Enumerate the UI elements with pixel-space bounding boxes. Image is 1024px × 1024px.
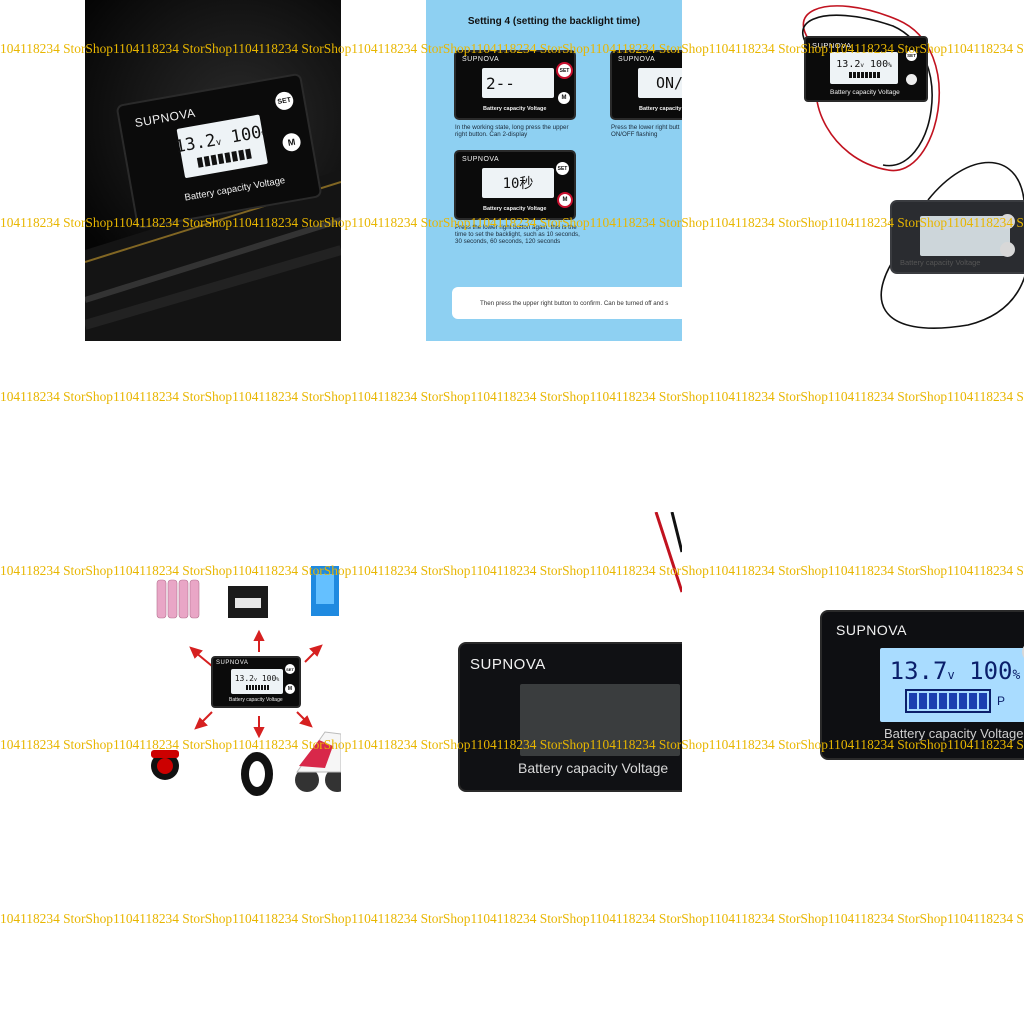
meter-panel-3: SUPNOVA 10秒 SET M Battery capacity Volta… [454, 150, 576, 220]
battery-meter: SUPNOVA Battery capacity Voltage [458, 642, 682, 792]
lcd-screen: 13.2v 100% [231, 669, 283, 694]
battery-level-bars [904, 689, 991, 713]
set-button[interactable]: SET [285, 664, 295, 674]
meter-caption: Battery capacity Voltage [483, 106, 547, 112]
voltage-unit: v [947, 668, 955, 682]
lcd-display-text: 2-- [486, 73, 515, 93]
brand-label: SUPNOVA [470, 656, 546, 673]
percent-reading: 100 [969, 657, 1013, 685]
percent-unit: % [1012, 668, 1021, 683]
voltage-reading: 13.2 [836, 58, 861, 70]
step-1-description: In the working state, long press the upp… [455, 124, 569, 138]
p-indicator: P [996, 694, 1005, 708]
meter-caption: Battery capacity Voltage [483, 206, 547, 212]
voltage-unit: v [215, 137, 223, 149]
wire-graphic [801, 5, 1024, 329]
applications-image[interactable]: SUPNOVA 13.2v 100% SET M Battery capacit… [85, 512, 341, 853]
set-button[interactable]: SET [556, 62, 573, 79]
voltage-unit: v [253, 676, 257, 683]
percent-reading: 100 [870, 58, 889, 70]
mode-button[interactable]: M [557, 192, 573, 208]
percent-unit: % [261, 129, 269, 141]
brand-label: SUPNOVA [812, 41, 852, 50]
lcd-display-text: 10秒 [502, 176, 534, 192]
mode-button[interactable]: M [558, 92, 570, 104]
voltage-reading: 13.2 [173, 130, 218, 158]
brand-label: SUPNOVA [618, 56, 656, 63]
product-image-off[interactable]: SUPNOVA Battery capacity Voltage [426, 512, 682, 853]
lcd-screen: ON/C [638, 68, 682, 98]
percent-unit: % [276, 676, 280, 683]
meter-caption: Battery capacity Voltage [884, 726, 1024, 741]
set-button[interactable] [1000, 214, 1015, 229]
battery-meter-back: Battery capacity Voltage [890, 200, 1024, 274]
applications-graphic [151, 566, 341, 796]
instruction-title: Setting 4 (setting the backlight time) [467, 16, 641, 27]
brand-label: SUPNOVA [836, 622, 907, 638]
meter-panel-1: SUPNOVA 2-- SET M Battery capacity Volta… [454, 50, 576, 120]
battery-level-bars [245, 684, 269, 690]
mode-button[interactable] [1000, 242, 1015, 257]
meter-panel-2: SUPNOVA ON/C Battery capacity Voltage [610, 50, 682, 120]
brand-label: SUPNOVA [462, 156, 500, 163]
voltage-unit: v [860, 61, 864, 69]
step-3-description: Press the lower right button again, this… [455, 224, 580, 245]
percent-unit: % [888, 61, 892, 69]
product-image-closeup[interactable]: SUPNOVA 13.7v 100% P Battery capacity Vo… [768, 512, 1024, 853]
set-button[interactable]: SET [906, 50, 917, 61]
meter-caption: Battery capacity Voltage [830, 89, 900, 96]
battery-level-bars [848, 71, 880, 78]
meter-caption: Battery capacity Voltage [183, 175, 286, 204]
voltage-reading: 13.2 [234, 673, 254, 683]
brand-label: SUPNOVA [462, 56, 500, 63]
battery-meter: SUPNOVA 13.2v 100% SET M Battery capacit… [211, 656, 301, 708]
wire-graphic [654, 512, 682, 593]
battery-meter: SUPNOVA 13.2v 100% SET Battery capacity … [804, 36, 928, 102]
set-button[interactable]: SET [556, 162, 569, 175]
lcd-screen-off [520, 684, 680, 756]
set-button[interactable] [1022, 642, 1024, 662]
lcd-screen: 10秒 [482, 168, 554, 198]
percent-reading: 100 [229, 122, 264, 148]
percent-reading: 100 [261, 673, 277, 683]
lcd-screen: 13.2v 100% [830, 52, 898, 84]
brand-label: SUPNOVA [216, 660, 249, 666]
product-image-wired[interactable]: SUPNOVA 13.2v 100% SET Battery capacity … [768, 0, 1024, 341]
instruction-image[interactable]: Setting 4 (setting the backlight time) S… [426, 0, 682, 341]
product-image-dark[interactable]: SUPNOVA 13.2v 100% SET M Battery capacit… [85, 0, 341, 341]
voltage-reading: 13.7 [889, 657, 948, 685]
battery-meter: SUPNOVA 13.7v 100% P Battery capacity Vo… [820, 610, 1024, 760]
lcd-screen-off [920, 216, 1010, 256]
mode-button[interactable]: M [285, 684, 295, 694]
dark-cradle-graphic [85, 170, 341, 341]
lcd-display-text: ON/C [655, 74, 682, 92]
watermark-row: 104118234 StorShop1104118234 StorShop110… [0, 389, 1024, 404]
mode-button[interactable] [906, 74, 917, 85]
step-2-description: Press the lower right butt ON/OFF flashi… [611, 124, 680, 138]
mode-button[interactable]: M [281, 131, 303, 153]
lcd-screen: 2-- [482, 68, 554, 98]
meter-caption: Battery capacity Voltage [900, 258, 981, 267]
confirm-note: Then press the upper right button to con… [452, 287, 682, 319]
set-button[interactable]: SET [273, 90, 295, 112]
lcd-screen: 13.2v 100% [173, 114, 269, 179]
meter-caption: Battery capacity Voltage [639, 106, 682, 112]
lcd-screen-backlit: 13.7v 100% P [880, 648, 1024, 722]
meter-caption: Battery capacity Voltage [229, 697, 283, 703]
watermark-row: 104118234 StorShop1104118234 StorShop110… [0, 911, 1024, 926]
meter-caption: Battery capacity Voltage [518, 760, 669, 776]
